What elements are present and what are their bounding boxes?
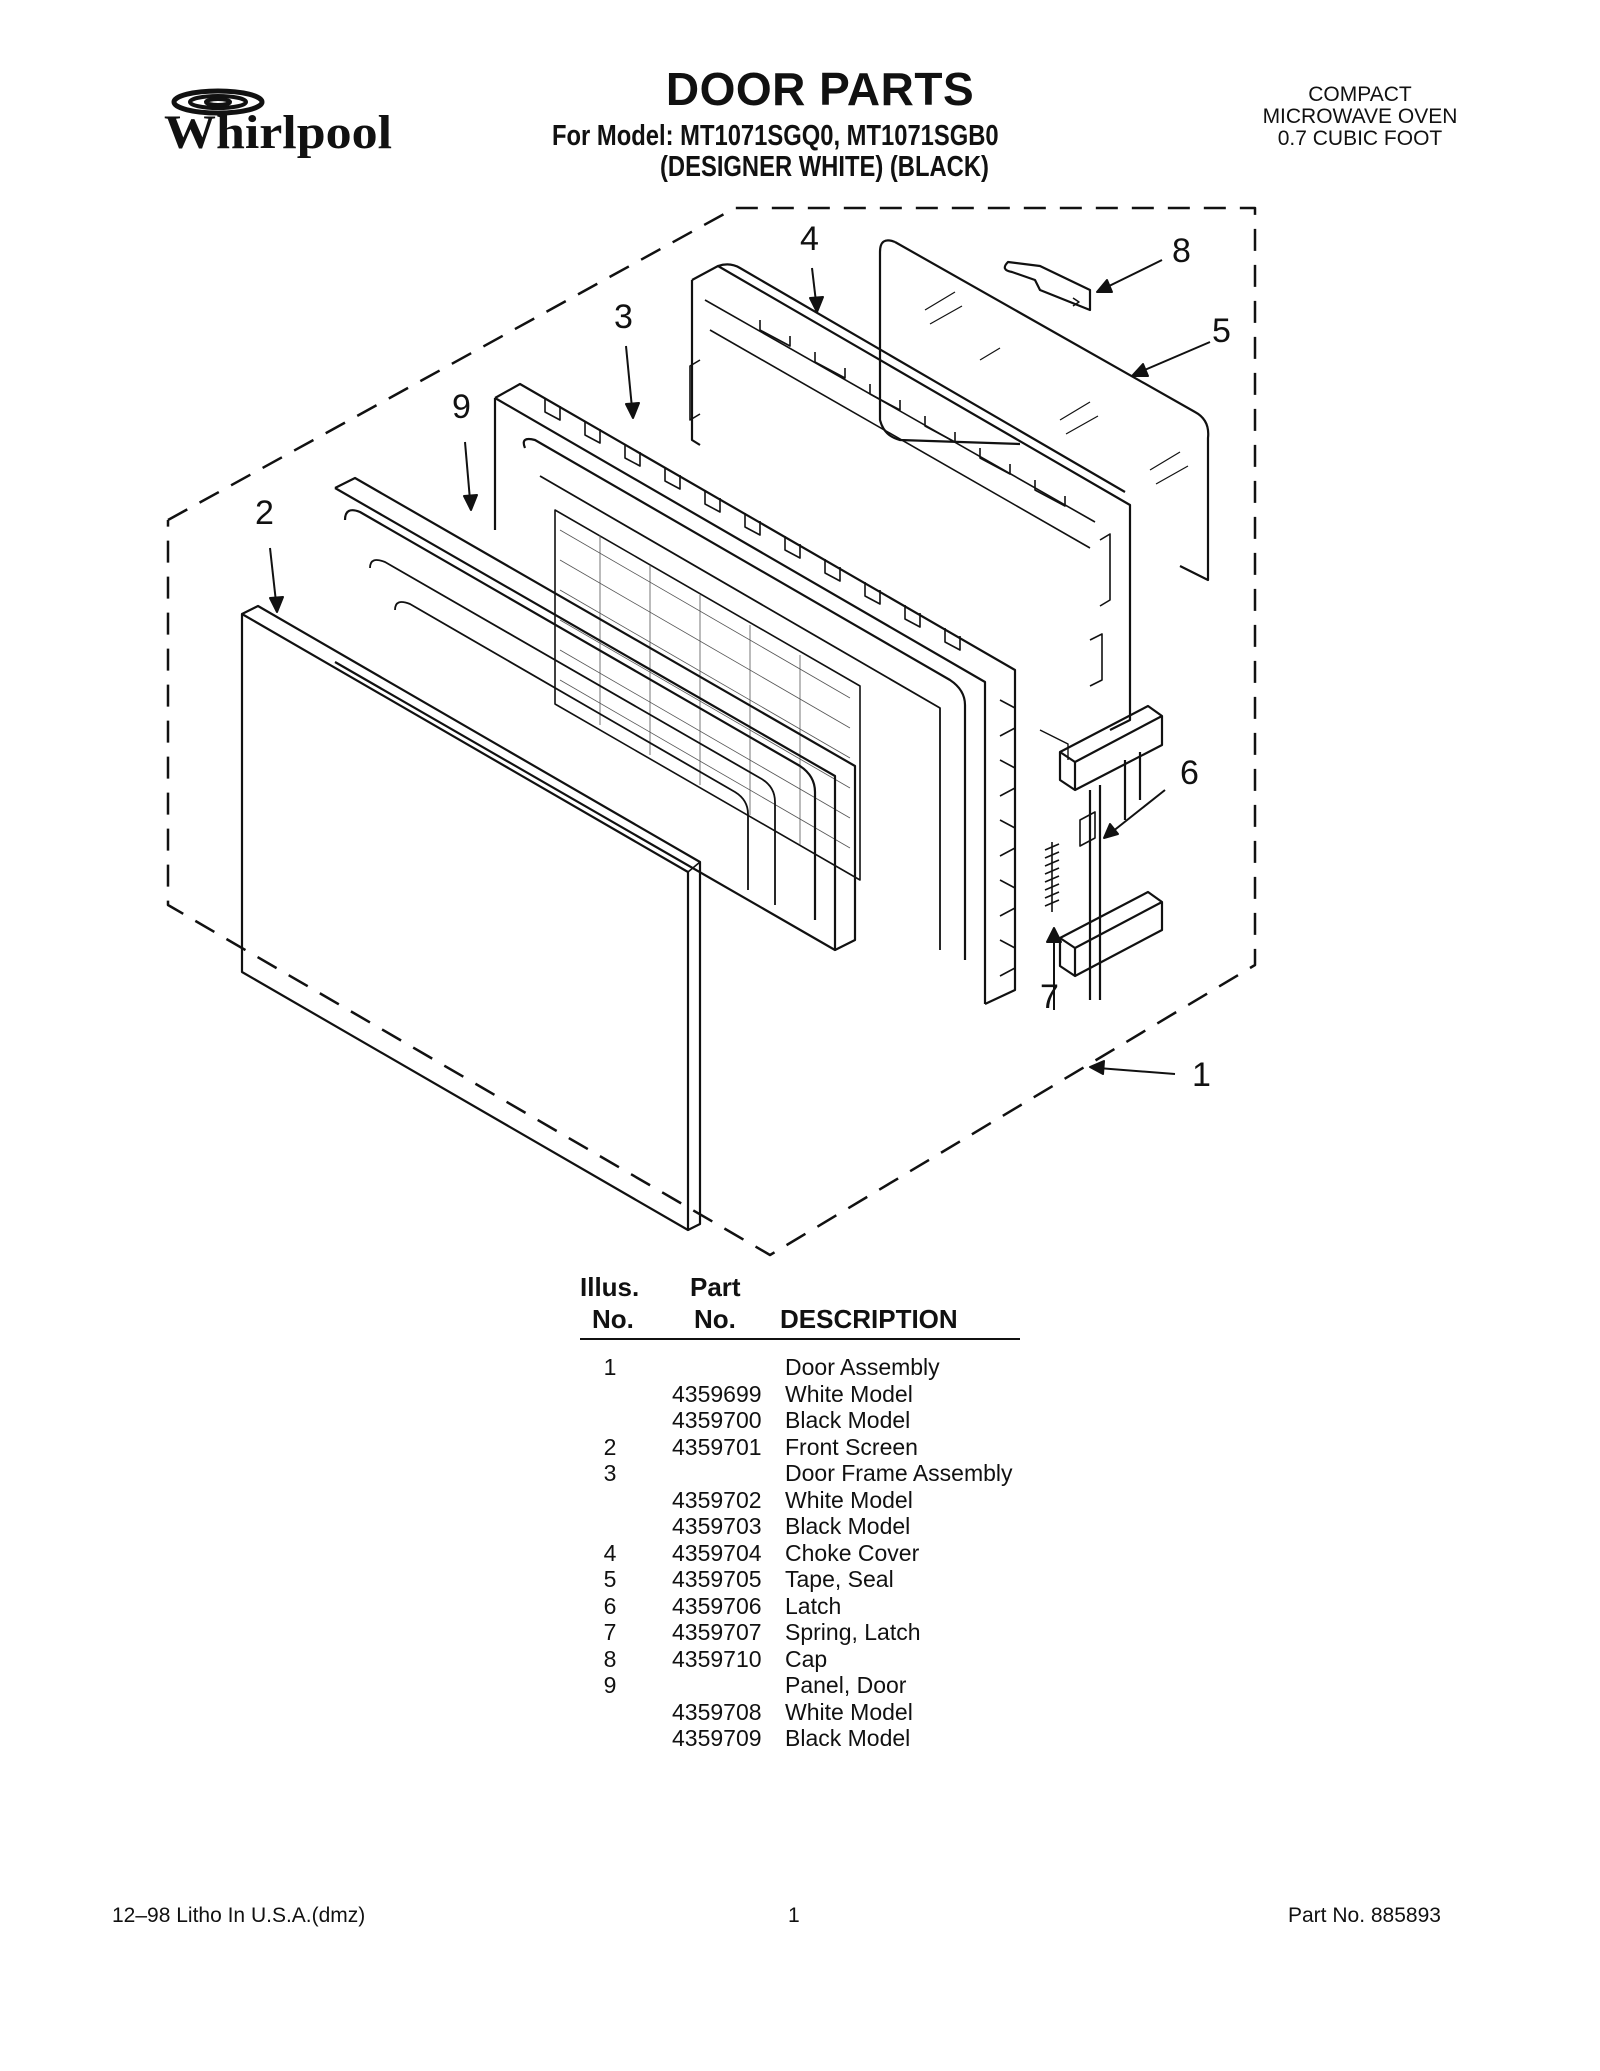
header-part-bottom: No. bbox=[694, 1304, 736, 1334]
table-row: 4359700 Black Model bbox=[580, 1407, 1100, 1433]
table-row: 2 4359701 Front Screen bbox=[580, 1434, 1100, 1460]
whirlpool-logo: Whirlpool bbox=[164, 88, 392, 159]
table-row: 6 4359706 Latch bbox=[580, 1593, 1100, 1619]
part-no: 4359704 bbox=[672, 1539, 762, 1566]
part-no: 4359703 bbox=[672, 1513, 762, 1539]
header-illus-top: Illus. bbox=[580, 1272, 640, 1302]
table-row: 7 4359707 Spring, Latch bbox=[580, 1619, 1100, 1645]
leader-arrows bbox=[269, 259, 1211, 1075]
part-description: Black Model bbox=[785, 1513, 911, 1539]
header-description: DESCRIPTION bbox=[780, 1304, 958, 1334]
footer-print-info: 12–98 Litho In U.S.A.(dmz) bbox=[112, 1904, 366, 1927]
part-description: Spring, Latch bbox=[785, 1619, 921, 1645]
swirl-icon bbox=[171, 88, 265, 116]
illus-no: 3 bbox=[603, 1460, 617, 1486]
part-spring bbox=[1039, 729, 1069, 912]
part-no: 4359710 bbox=[672, 1645, 762, 1672]
exploded-parts-diagram: 1 2 3 4 5 6 7 8 9 bbox=[166, 206, 1257, 1257]
table-row: 5 4359705 Tape, Seal bbox=[580, 1566, 1100, 1592]
illus-no: 5 bbox=[603, 1566, 617, 1592]
callout-2: 2 bbox=[255, 494, 274, 532]
callout-4: 4 bbox=[800, 220, 819, 258]
product-info-line: MICROWAVE OVEN bbox=[1262, 105, 1458, 128]
variant-line: (DESIGNER WHITE) (BLACK) bbox=[660, 151, 989, 183]
footer-part-number: Part No. 885893 bbox=[1288, 1904, 1441, 1927]
product-info-line: 0.7 CUBIC FOOT bbox=[1277, 127, 1443, 150]
illus-no: 6 bbox=[603, 1592, 617, 1619]
table-row: 4359703 Black Model bbox=[580, 1513, 1100, 1539]
brand-wordmark: Whirlpool bbox=[164, 106, 392, 159]
table-row: 4359702 White Model bbox=[580, 1487, 1100, 1513]
part-description: Door Frame Assembly bbox=[785, 1460, 1013, 1486]
part-description: White Model bbox=[785, 1698, 913, 1725]
table-row: 8 4359710 Cap bbox=[580, 1646, 1100, 1672]
part-door-frame bbox=[493, 382, 1017, 1005]
table-row: 1 Door Assembly bbox=[580, 1354, 1100, 1380]
callout-8: 8 bbox=[1172, 232, 1191, 270]
part-no: 4359701 bbox=[672, 1433, 762, 1460]
illus-no: 4 bbox=[603, 1539, 617, 1566]
illus-no: 8 bbox=[603, 1645, 617, 1672]
part-description: Latch bbox=[785, 1592, 842, 1619]
part-no: 4359699 bbox=[672, 1380, 762, 1407]
table-row: 4359708 White Model bbox=[580, 1699, 1100, 1725]
part-description: Door Assembly bbox=[785, 1354, 940, 1380]
part-no: 4359700 bbox=[672, 1407, 762, 1433]
callout-5: 5 bbox=[1212, 312, 1231, 350]
part-door-panel bbox=[334, 476, 857, 952]
part-description: Choke Cover bbox=[785, 1539, 920, 1566]
table-row: 3 Door Frame Assembly bbox=[580, 1460, 1100, 1486]
product-info: COMPACT MICROWAVE OVEN 0.7 CUBIC FOOT bbox=[1210, 84, 1510, 150]
part-description: Tape, Seal bbox=[785, 1566, 894, 1592]
part-description: Black Model bbox=[785, 1407, 911, 1433]
part-description: White Model bbox=[785, 1380, 913, 1407]
part-latch bbox=[1058, 704, 1164, 1000]
table-row: 4359709 Black Model bbox=[580, 1725, 1100, 1751]
part-no: 4359702 bbox=[672, 1486, 762, 1513]
part-no: 4359708 bbox=[672, 1698, 762, 1725]
illus-no: 2 bbox=[603, 1433, 617, 1460]
door-assembly-outline bbox=[166, 206, 1257, 1257]
callout-1: 1 bbox=[1192, 1056, 1211, 1094]
illus-no: 9 bbox=[603, 1672, 617, 1698]
part-description: Panel, Door bbox=[785, 1672, 907, 1698]
callout-3: 3 bbox=[614, 298, 633, 336]
part-cap bbox=[1003, 260, 1092, 312]
illus-no: 7 bbox=[603, 1619, 617, 1645]
page-number: 1 bbox=[788, 1904, 800, 1927]
part-seal-tape bbox=[878, 239, 1210, 582]
model-line: For Model: MT1071SGQ0, MT1071SGB0 bbox=[552, 120, 999, 152]
part-description: White Model bbox=[785, 1486, 913, 1513]
header-rule bbox=[580, 1338, 1020, 1340]
part-no: 4359706 bbox=[672, 1592, 762, 1619]
part-no: 4359707 bbox=[672, 1619, 762, 1645]
callout-9: 9 bbox=[452, 388, 471, 426]
callout-6: 6 bbox=[1180, 754, 1199, 792]
part-no: 4359709 bbox=[672, 1725, 762, 1751]
part-description: Front Screen bbox=[785, 1433, 918, 1460]
product-info-line: COMPACT bbox=[1308, 83, 1412, 106]
callout-7: 7 bbox=[1040, 978, 1059, 1016]
illus-no: 1 bbox=[603, 1354, 617, 1380]
part-choke-cover bbox=[689, 263, 1132, 731]
header-part-top: Part bbox=[690, 1272, 741, 1302]
page-title: DOOR PARTS bbox=[665, 63, 975, 115]
callout-numbers: 1 2 3 4 5 6 7 8 9 bbox=[255, 220, 1231, 1094]
header-illus-bottom: No. bbox=[592, 1304, 634, 1334]
part-no: 4359705 bbox=[672, 1566, 762, 1592]
table-row: 4359699 White Model bbox=[580, 1381, 1100, 1407]
part-description: Cap bbox=[785, 1645, 828, 1672]
part-front-screen bbox=[240, 604, 702, 1232]
part-description: Black Model bbox=[785, 1725, 911, 1751]
table-row: 9 Panel, Door bbox=[580, 1672, 1100, 1698]
table-row: 4 4359704 Choke Cover bbox=[580, 1540, 1100, 1566]
